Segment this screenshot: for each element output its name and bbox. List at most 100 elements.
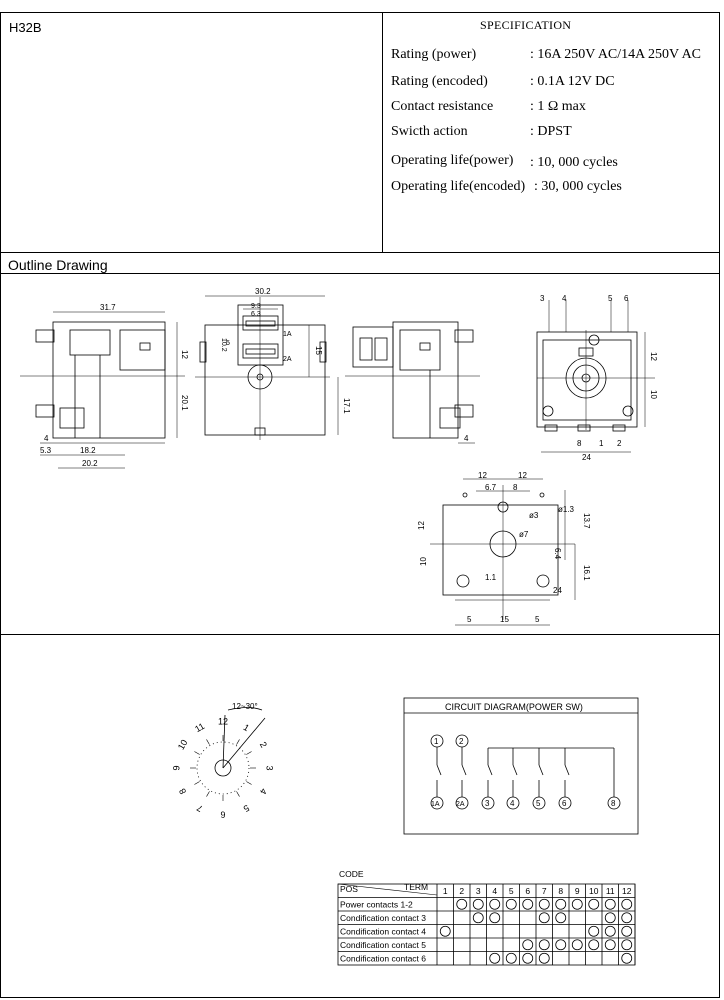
model-number: H32B: [9, 20, 42, 35]
rotary-position-label: 10: [176, 738, 190, 752]
divider-spec: [382, 12, 383, 252]
dim-text: 12: [478, 471, 487, 480]
contact-mark: [604, 925, 616, 937]
rotary-position-label: 2: [258, 740, 269, 749]
dim-text: 10.2: [220, 338, 227, 352]
contact-mark: [621, 912, 633, 924]
spec-label: Contact resistance: [391, 99, 494, 114]
contact-mark: [505, 898, 517, 910]
contact-mark: [472, 898, 484, 910]
dim-text: 10: [419, 557, 428, 566]
contact-mark: [621, 898, 633, 910]
rotary-position-label: 5: [242, 803, 251, 814]
dim-text: 20.2: [82, 459, 98, 468]
contact-mark: [555, 939, 567, 951]
rotary-tick: [246, 751, 252, 755]
position-circle: [196, 741, 250, 795]
pin-label: 1: [599, 439, 604, 448]
contact-mark: [505, 952, 517, 964]
contact-mark: [588, 925, 600, 937]
node-bottom: [558, 796, 572, 810]
contact-mark: [522, 898, 534, 910]
contact-mark: [571, 898, 583, 910]
rotary-position-label: 12: [218, 716, 228, 726]
contact-mark: [489, 898, 501, 910]
contact-mark: [604, 912, 616, 924]
table-row-label: Condification contact 5: [340, 940, 426, 950]
node-label: 8: [611, 799, 616, 808]
contact-mark: [489, 912, 501, 924]
front-view: 30.2 9.3 6.3 10.2 5 1A 2A 15 17.1: [195, 287, 351, 440]
dim-text: 12: [649, 352, 658, 361]
rotary-tick: [206, 739, 210, 745]
dim-text: 17.1: [342, 398, 351, 414]
dim-text: 18.2: [80, 446, 96, 455]
dim-text: 16.1: [582, 565, 591, 581]
dim-text: 9.3: [251, 303, 261, 310]
pin-label: 5: [608, 294, 613, 303]
contact-mark: [621, 925, 633, 937]
table-row-label: Condification contact 6: [340, 954, 426, 964]
pin-label: 6: [624, 294, 629, 303]
node-bottom: [455, 796, 469, 810]
table-column-header: 9: [575, 886, 580, 896]
table-column-header: 4: [492, 886, 497, 896]
node-bottom: [481, 796, 495, 810]
divider-outline-title: [0, 273, 720, 274]
contact-mark: [604, 898, 616, 910]
contact-mark: [522, 952, 534, 964]
circuit-title: CIRCUIT DIAGRAM(POWER SW): [445, 702, 583, 712]
dim-text: 30.2: [255, 287, 271, 296]
table-column-header: 5: [509, 886, 514, 896]
drawing-frame: [0, 12, 720, 998]
node-bottom: [532, 796, 546, 810]
angle-arc: [227, 707, 263, 711]
rotary-position-label: 6: [220, 810, 225, 820]
node-label: 6: [562, 799, 567, 808]
spec-label: Rating (encoded): [391, 74, 488, 89]
node-bottom: [506, 796, 520, 810]
dim-text: 10: [649, 390, 658, 399]
angle-ref-line: [222, 717, 266, 769]
dim-text: 5.3: [40, 446, 52, 455]
dim-text: 13.7: [582, 513, 591, 529]
spec-title: SPECIFICATION: [480, 18, 572, 32]
contact-mark: [538, 912, 550, 924]
spec-label: Operating life(encoded): [391, 179, 526, 194]
dim-text: 1.1: [485, 573, 497, 582]
node-label: 2A: [456, 801, 465, 808]
circuit-box: [403, 697, 639, 835]
dim-text: ø3: [529, 511, 539, 520]
contact-mark: [472, 912, 484, 924]
pin-label: 8: [577, 439, 582, 448]
node-bottom: [430, 796, 444, 810]
dim-text: 5: [535, 615, 540, 624]
contact-mark: [489, 952, 501, 964]
dim-text: 31.7: [100, 303, 116, 312]
dim-text: 5: [467, 615, 472, 624]
dim-text: ø1.3: [558, 505, 575, 514]
dim-text: 4: [44, 434, 49, 443]
rotary-tick: [246, 781, 252, 785]
spec-value: : DPST: [530, 124, 572, 139]
contact-mark: [588, 898, 600, 910]
contact-mark: [555, 912, 567, 924]
dim-text: 20.1: [180, 395, 189, 411]
rotary-tick: [236, 739, 240, 745]
code-title: CODE: [339, 869, 364, 879]
outline-title: Outline Drawing: [8, 257, 108, 273]
node-label: 3: [485, 799, 490, 808]
contact-mark: [522, 939, 534, 951]
rotary-tick: [194, 751, 200, 755]
dim-text: 8: [513, 483, 518, 492]
node-label: 2: [459, 737, 464, 746]
dim-text: 24: [553, 586, 562, 595]
contact-mark: [439, 925, 451, 937]
panel-cutout: 12 12 6.7 8 ø1.3 ø3 ø7 12 10 13.7 6.4 16…: [417, 471, 591, 626]
table-row-label: Condification contact 3: [340, 913, 426, 923]
rotary-tick: [206, 791, 210, 797]
dim-text: 12: [417, 521, 426, 530]
rotary-tick: [236, 791, 240, 797]
corner-pos: POS: [340, 884, 358, 894]
